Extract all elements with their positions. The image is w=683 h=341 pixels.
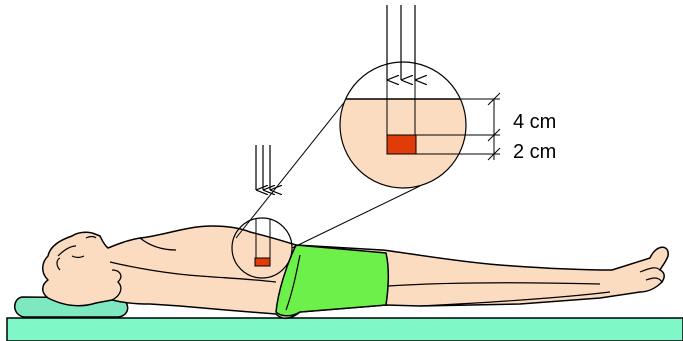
treatment-table	[7, 318, 683, 341]
depth-label-4cm: 4 cm	[513, 111, 556, 133]
magnified-view	[340, 62, 470, 199]
shorts	[276, 245, 388, 316]
small-target-block	[255, 258, 270, 266]
depth-label-2cm: 2 cm	[513, 141, 556, 163]
target-block	[387, 135, 416, 154]
small-beam-arrows	[256, 145, 270, 190]
zoom-connector-upper	[236, 95, 350, 238]
zoom-connector-lower	[292, 186, 420, 248]
